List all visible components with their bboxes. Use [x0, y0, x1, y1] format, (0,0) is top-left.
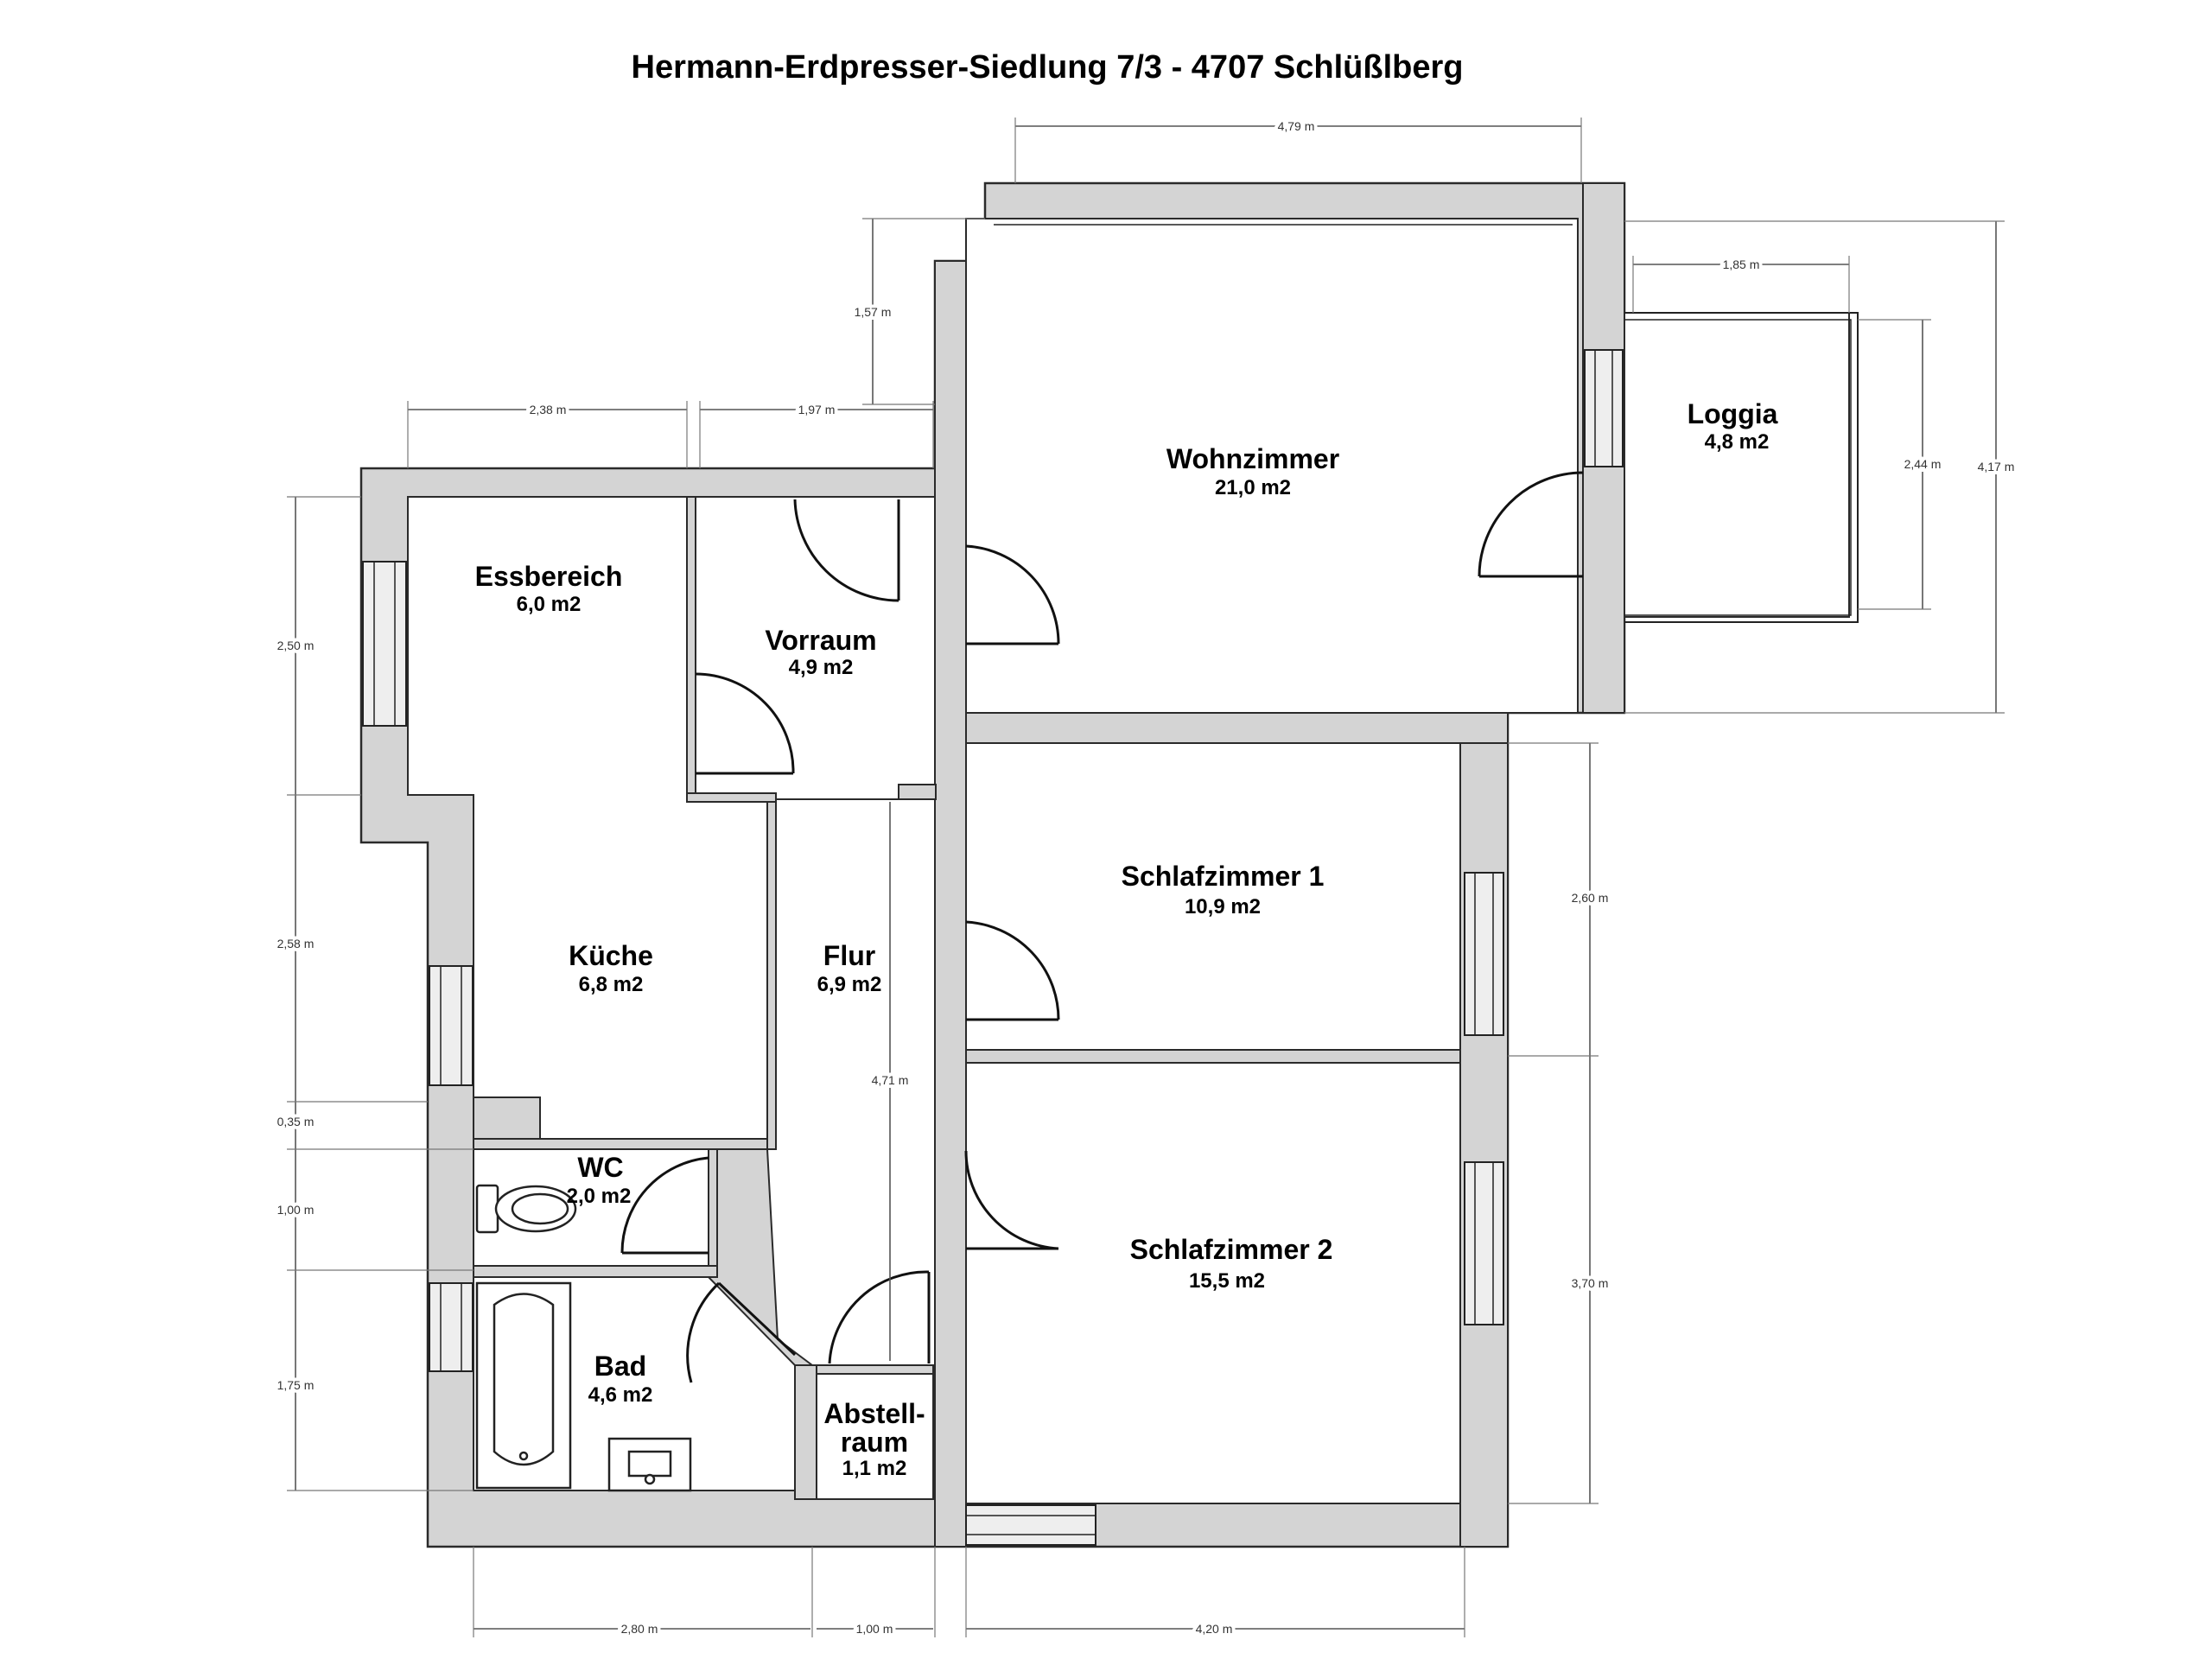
door-abstellraum	[828, 1270, 931, 1364]
dim-top-wohnzimmer: 4,79 m	[1278, 119, 1315, 133]
dim-bottom-bad: 2,80 m	[621, 1622, 658, 1636]
window-essbereich	[362, 561, 407, 727]
room-loggia-name: Loggia	[1688, 398, 1778, 429]
wohnzimmer-floor	[965, 218, 1579, 714]
abstellraum-floor	[816, 1373, 934, 1500]
door-wc	[620, 1156, 709, 1255]
fixtures	[475, 1184, 692, 1492]
room-flur-area: 6,9 m2	[817, 973, 882, 996]
window-bottom-schlafzimmer2	[965, 1504, 1096, 1546]
room-kueche-name: Küche	[569, 940, 653, 971]
bathtub-icon	[475, 1281, 572, 1490]
sink-icon	[607, 1437, 692, 1492]
flur-floor	[766, 798, 937, 1375]
room-schlafzimmer1-area: 10,9 m2	[1185, 895, 1261, 918]
dim-offset-height: 1,57 m	[855, 305, 892, 319]
door-entrance	[793, 499, 900, 602]
toilet-icon	[475, 1184, 577, 1234]
room-flur-name: Flur	[823, 940, 875, 971]
room-vorraum-name: Vorraum	[765, 625, 876, 656]
room-schlafzimmer2-area: 15,5 m2	[1189, 1269, 1265, 1293]
schlafzimmer2-floor	[965, 1062, 1461, 1504]
room-wc-name: WC	[577, 1152, 623, 1183]
room-wohnzimmer-name: Wohnzimmer	[1166, 443, 1339, 474]
dim-right-sz1: 2,60 m	[1572, 891, 1609, 905]
room-abstellraum-area: 1,1 m2	[842, 1457, 907, 1480]
dim-bottom-flur: 1,00 m	[856, 1622, 893, 1636]
room-loggia-area: 4,8 m2	[1705, 430, 1770, 454]
dim-loggia-width: 1,85 m	[1723, 257, 1760, 271]
room-essbereich-area: 6,0 m2	[517, 593, 582, 616]
dim-left-bad: 1,75 m	[277, 1378, 315, 1392]
door-essbereich	[695, 672, 795, 775]
loggia-railing	[1624, 312, 1859, 623]
door-bad	[686, 1281, 797, 1383]
room-abstellraum-name-2: raum	[841, 1427, 908, 1458]
dim-essbereich-width: 2,38 m	[530, 403, 567, 416]
room-wohnzimmer-area: 21,0 m2	[1215, 476, 1291, 499]
window-bad	[429, 1282, 474, 1372]
room-schlafzimmer2-name: Schlafzimmer 2	[1130, 1234, 1333, 1265]
doors	[620, 471, 1584, 1383]
loggia-floor	[1624, 312, 1850, 618]
room-labels: Wohnzimmer 21,0 m2 Loggia 4,8 m2 Essbere…	[475, 398, 1778, 1480]
dim-loggia-height: 2,44 m	[1904, 457, 1942, 471]
dim-left-wc: 1,00 m	[277, 1203, 315, 1217]
dim-vorraum-width: 1,97 m	[798, 403, 836, 416]
windows	[362, 224, 1624, 1546]
vorraum-floor	[695, 496, 937, 800]
window-schlafzimmer2	[1464, 1161, 1504, 1325]
door-wohnzimmer	[965, 544, 1060, 645]
room-schlafzimmer1-name: Schlafzimmer 1	[1122, 861, 1325, 892]
dim-left-essbereich: 2,50 m	[277, 639, 315, 652]
room-floors	[407, 218, 1850, 1504]
room-abstellraum-name-1: Abstell-	[823, 1398, 925, 1429]
room-wc-area: 2,0 m2	[567, 1185, 632, 1208]
window-schlafzimmer1	[1464, 872, 1504, 1036]
room-essbereich-name: Essbereich	[475, 561, 623, 592]
window-kueche	[429, 965, 474, 1086]
room-kueche-area: 6,8 m2	[579, 973, 644, 996]
dim-total-right-height: 4,17 m	[1978, 460, 2015, 474]
dim-flur-length: 4,71 m	[872, 1073, 909, 1087]
room-vorraum-area: 4,9 m2	[789, 656, 854, 679]
room-bad-area: 4,6 m2	[588, 1383, 653, 1407]
window-wohnzimmer	[1584, 349, 1624, 467]
door-loggia	[1478, 471, 1584, 578]
schlafzimmer1-floor	[965, 742, 1461, 1051]
door-schlafzimmer1	[965, 920, 1060, 1021]
dim-left-gap: 0,35 m	[277, 1115, 315, 1128]
door-schlafzimmer2	[964, 1150, 1059, 1250]
dimension-lines	[287, 118, 2005, 1637]
plan-title: Hermann-Erdpresser-Siedlung 7/3 - 4707 S…	[632, 49, 1464, 86]
dim-left-kueche: 2,58 m	[277, 937, 315, 950]
room-bad-name: Bad	[594, 1351, 646, 1382]
dim-right-sz2: 3,70 m	[1572, 1276, 1609, 1290]
dim-bottom-sz2: 4,20 m	[1196, 1622, 1233, 1636]
